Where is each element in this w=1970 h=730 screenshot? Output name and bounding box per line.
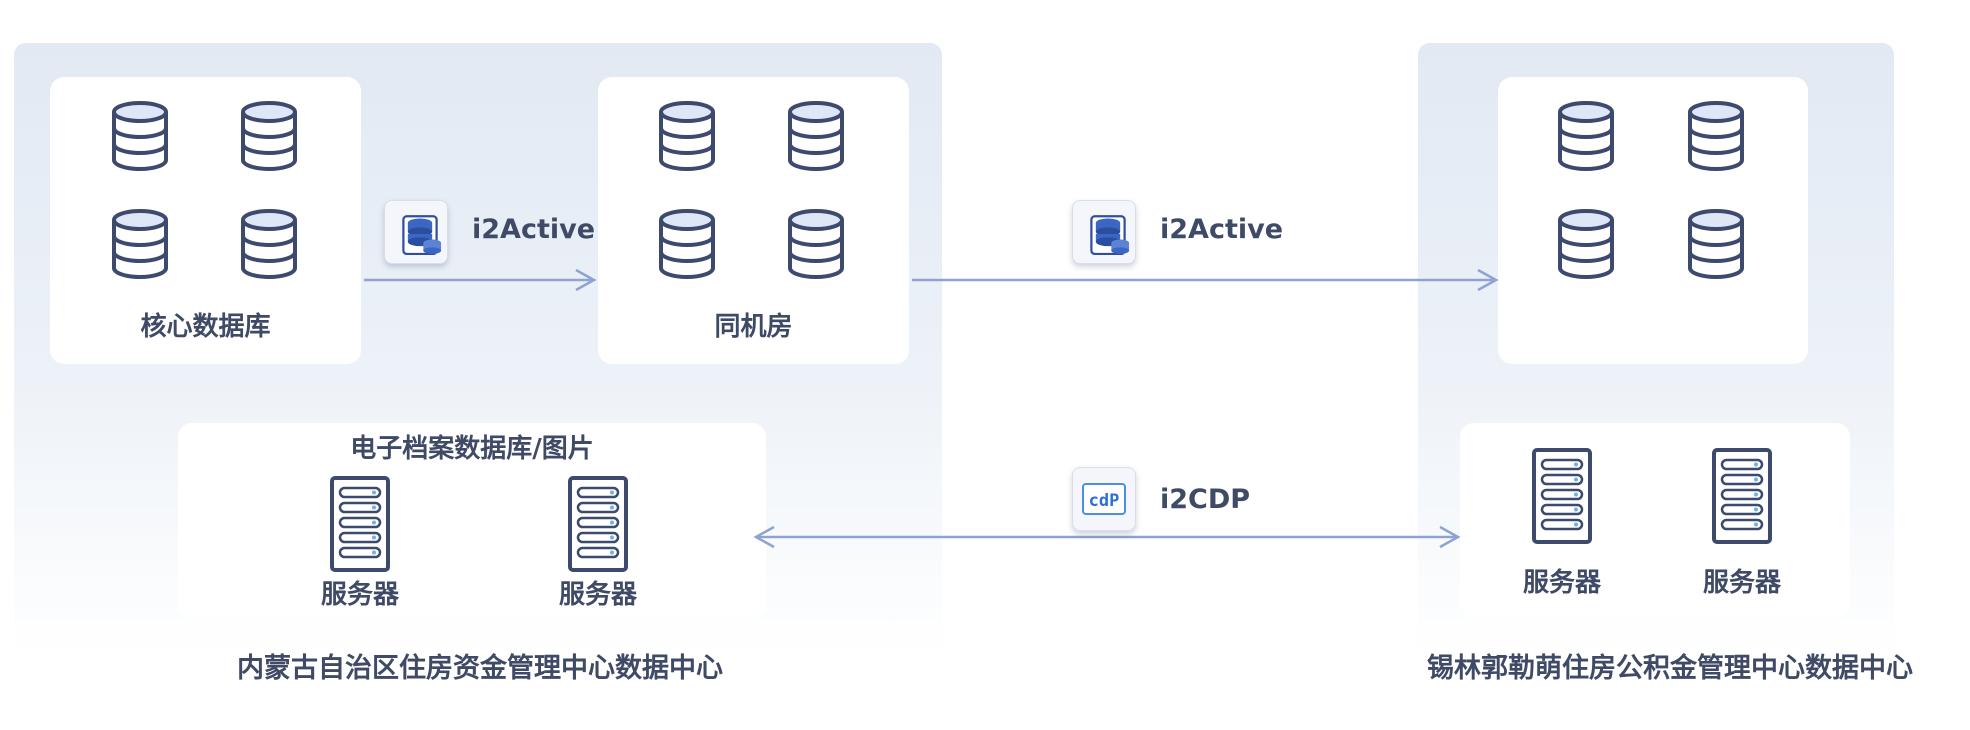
i2active-icon	[384, 200, 448, 264]
i2cdp-label: i2CDP	[1160, 484, 1251, 515]
left-region-title: 内蒙古自治区住房资金管理中心数据中心	[237, 653, 723, 684]
server-label: 服务器	[1522, 568, 1601, 598]
remote-servers-card	[1460, 423, 1850, 617]
archive-card	[178, 423, 766, 617]
server-label: 服务器	[558, 580, 637, 610]
cdp-icon: cdP	[1072, 467, 1136, 531]
i2active-local-label: i2Active	[472, 214, 596, 245]
svg-text:cdP: cdP	[1089, 491, 1120, 511]
right-region-title: 锡林郭勒萌住房公积金管理中心数据中心	[1427, 653, 1913, 684]
same-room-label: 同机房	[714, 312, 793, 342]
i2active-remote-label: i2Active	[1160, 214, 1284, 245]
core-db-label: 核心数据库	[140, 312, 271, 342]
same-room-card	[598, 77, 909, 364]
server-label: 服务器	[1702, 568, 1781, 598]
remote-db-card	[1498, 77, 1808, 364]
core-db-card	[50, 77, 361, 364]
i2active-icon	[1072, 200, 1136, 264]
archive-title: 电子档案数据库/图片	[350, 434, 594, 464]
server-label: 服务器	[320, 580, 399, 610]
